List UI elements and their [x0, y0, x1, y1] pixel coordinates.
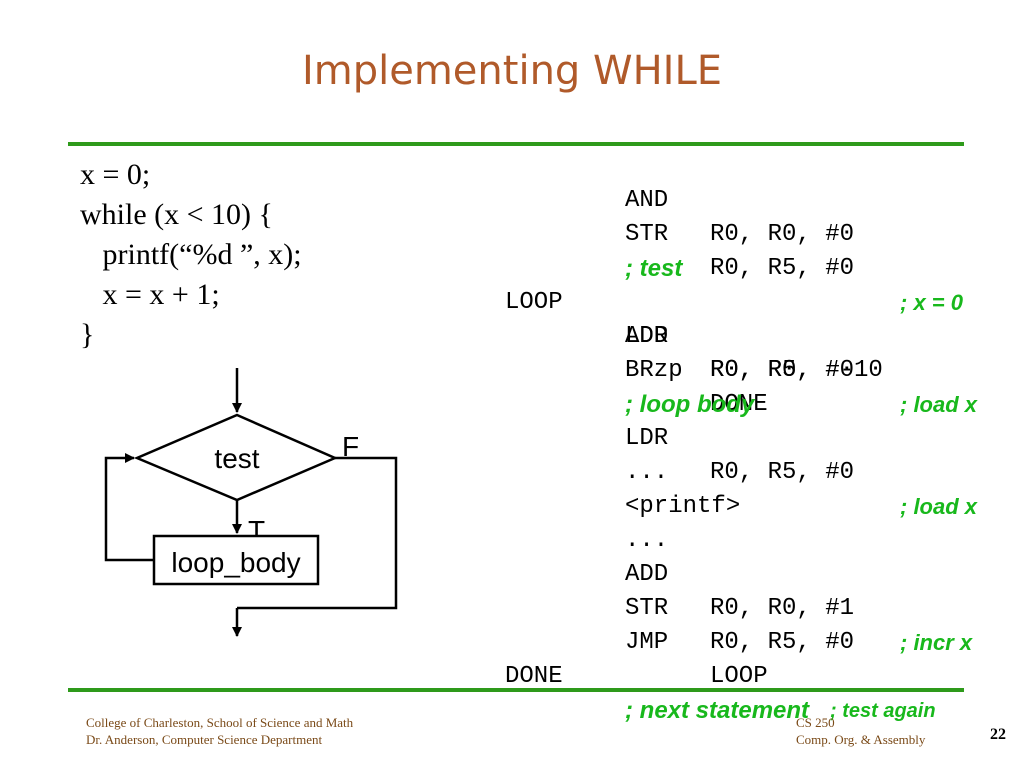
asm-opcode: <printf> — [625, 493, 741, 520]
loop-body-label: loop_body — [171, 547, 300, 578]
c-code-block: x = 0; while (x < 10) { printf(“%d ”, x);… — [80, 155, 302, 355]
asm-opcode: ADD — [625, 323, 669, 350]
asm-operands: R0, R5, #0 — [710, 459, 855, 486]
asm-opcode: LDR — [625, 323, 669, 350]
test-label: test — [214, 443, 259, 474]
asm-opcode: BRzp — [625, 357, 683, 384]
assembly-listing: AND R0, R0, #0 STR R0, R5, #0 ; x = 0 ; … — [505, 150, 977, 724]
while-flowchart: test F T loop_body — [104, 368, 398, 637]
asm-row: STR R0, R5, #0 ; x = 0 — [505, 184, 963, 315]
asm-row: LOOP LDR R0, R5, #0 ; load x — [505, 252, 977, 417]
footer-right: CS 250 Comp. Org. & Assembly — [796, 714, 925, 748]
asm-operands: R0, R0, #1 — [710, 595, 855, 622]
asm-opcode: STR — [625, 221, 669, 248]
asm-opcode: ADD — [625, 561, 669, 588]
asm-row: STR R0, R5, #0 — [505, 558, 854, 656]
asm-operands: R0, R5, #0 — [710, 255, 855, 282]
loop-body-box — [152, 534, 320, 586]
false-label: F — [342, 431, 359, 462]
asm-row: BRzp DONE — [505, 320, 768, 418]
asm-row: ADD R0, R0, #1 ; incr x — [505, 524, 972, 655]
asm-comment: ; incr x — [900, 630, 973, 655]
c-code-line: x = 0; — [80, 158, 151, 191]
asm-row: ; loop body — [505, 354, 754, 418]
footer-course-name: Comp. Org. & Assembly — [796, 732, 926, 747]
asm-comment: ; load x — [900, 494, 978, 519]
asm-opcode: ... — [625, 527, 669, 554]
false-path — [237, 456, 398, 610]
asm-opcode: ... — [625, 459, 669, 486]
slide-title: Implementing WHILE — [301, 48, 723, 94]
asm-operands: DONE — [710, 391, 768, 418]
footer-left: College of Charleston, School of Science… — [86, 714, 353, 748]
asm-operands: R0, R0, #0 — [710, 221, 855, 248]
asm-row: ; test — [505, 218, 682, 282]
asm-row: AND R0, R0, #0 — [505, 150, 854, 248]
asm-row: LDR R0, R5, #0 ; load x — [505, 388, 977, 519]
asm-comment: ; loop body — [625, 391, 755, 418]
asm-row: <printf> — [505, 456, 740, 520]
asm-opcode: AND — [625, 187, 669, 214]
asm-row: ADD R0, R0, #-10 — [505, 286, 883, 384]
asm-row: JMP LOOP ; test again — [505, 592, 936, 722]
asm-comment: ; next statement — [625, 697, 810, 724]
footer-institution: College of Charleston, School of Science… — [86, 715, 354, 730]
footer-course-code: CS 250 — [796, 715, 835, 730]
asm-comment: ; test — [625, 255, 683, 282]
asm-label: DONE — [505, 663, 563, 690]
asm-comment: ; x = 0 — [900, 290, 963, 315]
asm-row: ... — [505, 490, 668, 554]
asm-row: DONE ; next statement — [505, 626, 809, 724]
c-code-line: printf(“%d ”, x); — [80, 238, 302, 271]
page-number: 22 — [990, 726, 1006, 743]
asm-comment: ; load x — [900, 392, 978, 417]
bottom-divider — [68, 688, 964, 692]
asm-opcode: LDR — [625, 425, 669, 452]
loop-back-path — [104, 453, 154, 562]
asm-operands: R0, R5, #0 — [710, 357, 855, 384]
c-code-line: x = x + 1; — [80, 278, 220, 311]
c-code-line: while (x < 10) { — [80, 198, 273, 231]
footer-author: Dr. Anderson, Computer Science Departmen… — [86, 732, 323, 747]
asm-opcode: JMP — [625, 629, 669, 656]
asm-opcode: STR — [625, 595, 669, 622]
asm-comment: ; test again — [830, 700, 936, 722]
asm-row: ... — [505, 422, 668, 486]
asm-operands: R0, R0, #-10 — [710, 357, 883, 384]
asm-operands: R0, R5, #0 — [710, 629, 855, 656]
c-code-line: } — [80, 318, 95, 351]
asm-operands: LOOP — [710, 663, 768, 690]
asm-label: LOOP — [505, 289, 563, 316]
top-divider — [68, 142, 964, 146]
